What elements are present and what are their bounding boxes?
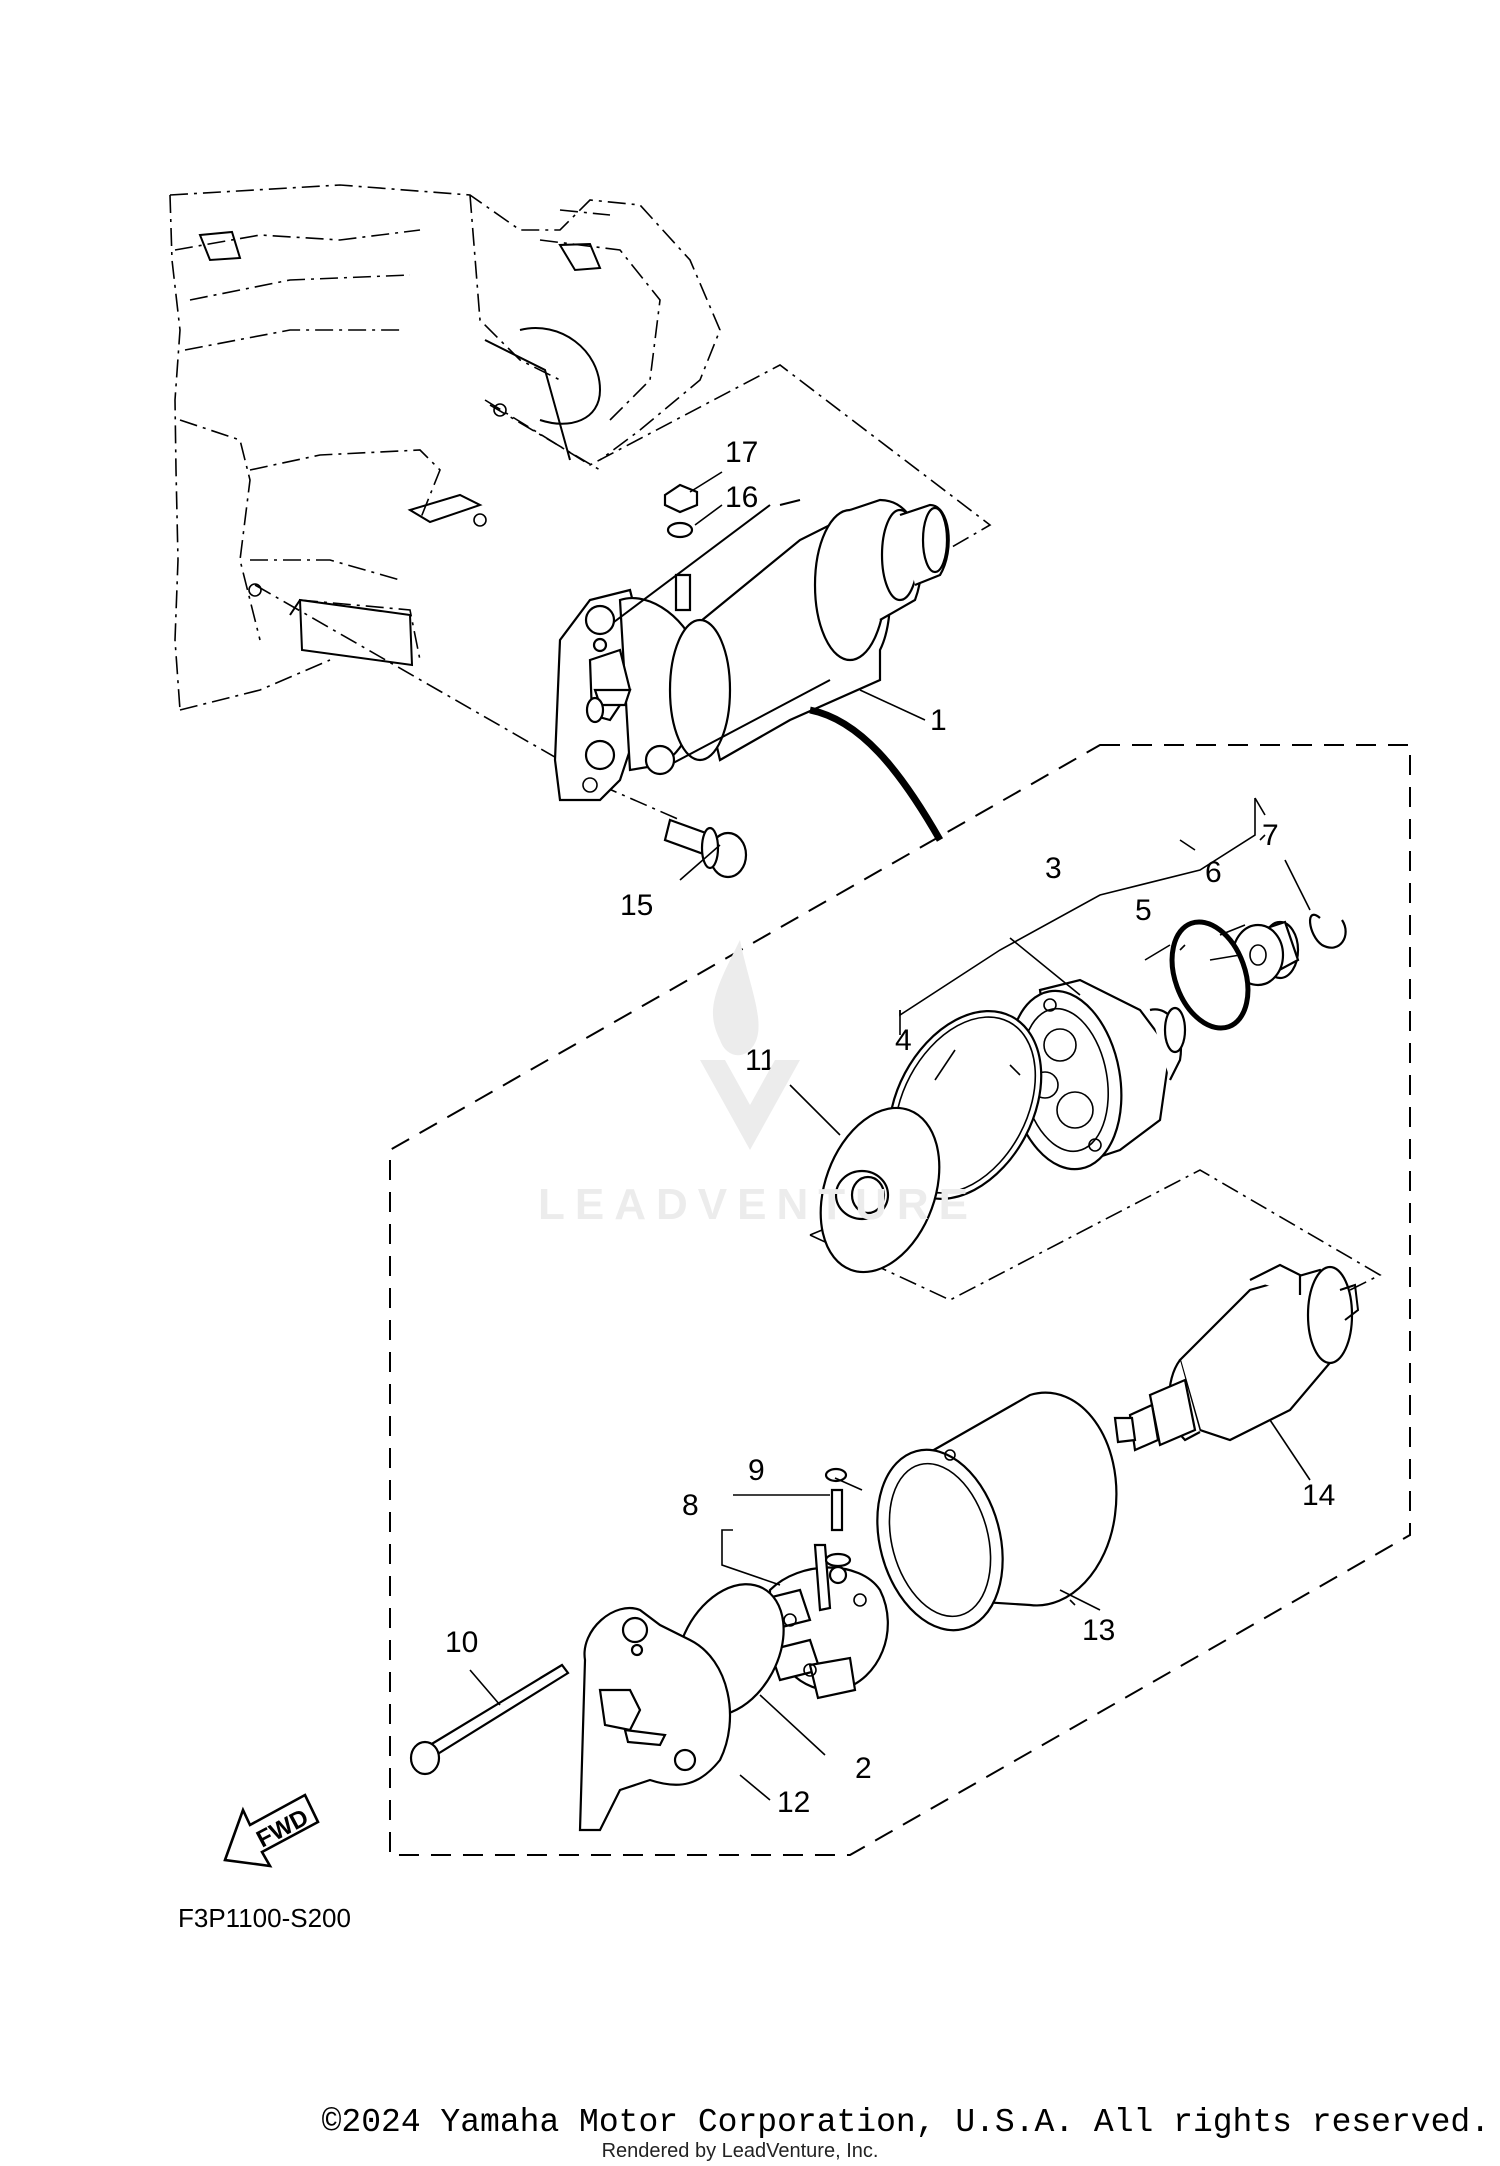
- through-bolt: [409, 1663, 570, 1776]
- brush-holder: [758, 1467, 889, 1700]
- callout-numbers: 1 2 3 4 5 6 7 8 9 10 11 12 13 14 15 16 1…: [445, 436, 1335, 1819]
- yoke: [876, 1391, 1118, 1632]
- copyright-notice: ©2024 Yamaha Motor Corporation, U.S.A. A…: [321, 2104, 1490, 2141]
- callout-5: 5: [1135, 894, 1152, 927]
- callout-1: 1: [930, 704, 947, 737]
- nut-and-washer: [663, 483, 699, 612]
- assembly-connector-lines: [254, 364, 1382, 1671]
- o-ring-small: [1169, 919, 1251, 1031]
- fwd-arrow-icon: FWD: [223, 1793, 320, 1868]
- engine-block-outline: [169, 184, 721, 711]
- armature: [1113, 1263, 1360, 1452]
- callout-9: 9: [748, 1454, 765, 1487]
- callout-12: 12: [777, 1786, 810, 1819]
- washer-plate: [819, 1106, 941, 1274]
- leader-lines: [469, 471, 1311, 1801]
- callout-16: 16: [725, 481, 758, 514]
- starter-cable: [809, 706, 944, 842]
- flange-bolt: [663, 818, 748, 879]
- rendered-by-notice: Rendered by LeadVenture, Inc.: [601, 2140, 879, 2162]
- callout-15: 15: [620, 889, 653, 922]
- callout-13: 13: [1082, 1614, 1115, 1647]
- callout-11: 11: [745, 1044, 776, 1077]
- callout-8: 8: [682, 1489, 699, 1522]
- callout-10: 10: [445, 1626, 478, 1659]
- exploded-view-frame: [389, 744, 1411, 1856]
- gear-housing: [1007, 978, 1187, 1171]
- figure-code: F3P1100-S200: [178, 1903, 351, 1933]
- callout-3: 3: [1045, 852, 1062, 885]
- callout-17: 17: [725, 436, 758, 469]
- callout-7: 7: [1262, 819, 1279, 852]
- starter-motor-assembly: [553, 498, 950, 802]
- callout-2: 2: [855, 1752, 872, 1785]
- callout-4: 4: [895, 1024, 912, 1057]
- callout-6: 6: [1205, 856, 1222, 889]
- circlip: [1308, 913, 1347, 949]
- end-cover: [578, 1607, 732, 1832]
- callout-14: 14: [1302, 1479, 1335, 1512]
